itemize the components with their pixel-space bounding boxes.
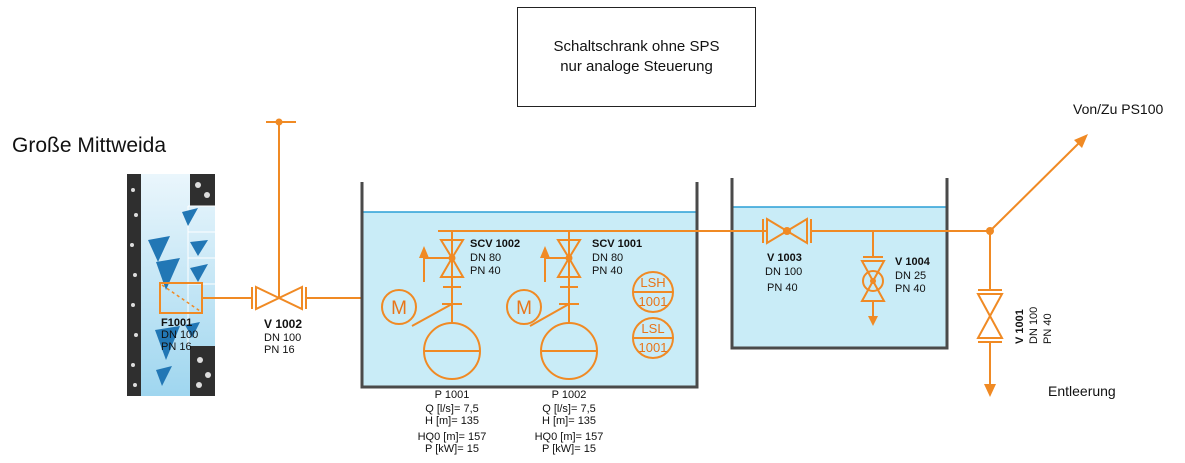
control-cabinet-box: Schaltschrank ohne SPS nur analoge Steue… <box>517 7 756 107</box>
motor-1-label: M <box>391 298 407 319</box>
lsh-tag: LSH <box>640 275 665 290</box>
v1004-dn: DN 25 <box>895 270 926 282</box>
scv1002-pn: PN 40 <box>470 265 501 277</box>
drain-label: Entleerung <box>1048 383 1116 399</box>
outlet-arrow <box>1074 134 1088 148</box>
v1004-pn: PN 40 <box>895 283 926 295</box>
p1001-p: P [kW]= 15 <box>425 443 479 455</box>
river-label: Große Mittweida <box>12 134 166 157</box>
p1002-id: P 1002 <box>552 389 587 401</box>
tank-pump-sump <box>360 182 699 389</box>
scv1001-id: SCV 1001 <box>592 238 642 250</box>
pump-p1002-data: P 1002 Q [l/s]= 7,5 H [m]= 135 HQ0 [m]= … <box>535 389 604 455</box>
outlet-label: Von/Zu PS100 <box>1073 101 1164 117</box>
river-image <box>127 174 215 396</box>
scv1001-dn: DN 80 <box>592 252 623 264</box>
lsl-num: 1001 <box>639 340 668 355</box>
lsh-num: 1001 <box>639 294 668 309</box>
valve-v1002: V 1002 DN 100 PN 16 <box>251 118 307 356</box>
pump-p1002-group: M SCV 1001 DN 80 PN 40 <box>506 231 642 380</box>
filter-dn: DN 100 <box>161 329 198 341</box>
v1003-id: V 1003 <box>767 252 802 264</box>
scv1002-dn: DN 80 <box>470 252 501 264</box>
p1001-hq0: HQ0 [m]= 157 <box>418 431 487 443</box>
p1001-q: Q [l/s]= 7,5 <box>425 403 479 415</box>
level-switch-low: LSL 1001 <box>632 317 674 359</box>
cabinet-line-1: Schaltschrank ohne SPS <box>553 38 720 55</box>
valve-v1001: V 1001 DN 100 PN 40 <box>976 231 1054 397</box>
valve-v1004: V 1004 DN 25 PN 40 <box>860 231 931 326</box>
v1003-dn: DN 100 <box>765 266 802 278</box>
p1002-p: P [kW]= 15 <box>542 443 596 455</box>
filter-pn: PN 16 <box>161 341 192 353</box>
p1002-hq0: HQ0 [m]= 157 <box>535 431 604 443</box>
v1002-id: V 1002 <box>264 317 302 331</box>
motor-2-label: M <box>516 298 532 319</box>
p1001-id: P 1001 <box>435 389 470 401</box>
v1002-pn: PN 16 <box>264 344 295 356</box>
v1004-id: V 1004 <box>895 256 931 268</box>
v1003-pn: PN 40 <box>767 282 798 294</box>
v1002-dn: DN 100 <box>264 332 301 344</box>
scv1001-pn: PN 40 <box>592 265 623 277</box>
p1002-q: Q [l/s]= 7,5 <box>542 403 596 415</box>
lsl-tag: LSL <box>641 321 664 336</box>
valve-v1003: V 1003 DN 100 PN 40 <box>762 217 812 294</box>
v1001-id: V 1001 <box>1014 309 1026 344</box>
level-switch-high: LSH 1001 <box>632 271 674 313</box>
filter-id: F1001 <box>161 317 192 329</box>
v1001-pn: PN 40 <box>1042 313 1054 344</box>
p1001-h: H [m]= 135 <box>425 415 479 427</box>
pump-p1001-data: P 1001 Q [l/s]= 7,5 H [m]= 135 HQ0 [m]= … <box>418 389 487 455</box>
scv1002-id: SCV 1002 <box>470 238 520 250</box>
p1002-h: H [m]= 135 <box>542 415 596 427</box>
outlet-pipe <box>989 139 1083 232</box>
cabinet-line-2: nur analoge Steuerung <box>560 58 713 75</box>
v1001-dn: DN 100 <box>1028 307 1040 344</box>
pump-p1001-group: M SCV 1002 DN 80 PN 40 <box>381 231 520 380</box>
